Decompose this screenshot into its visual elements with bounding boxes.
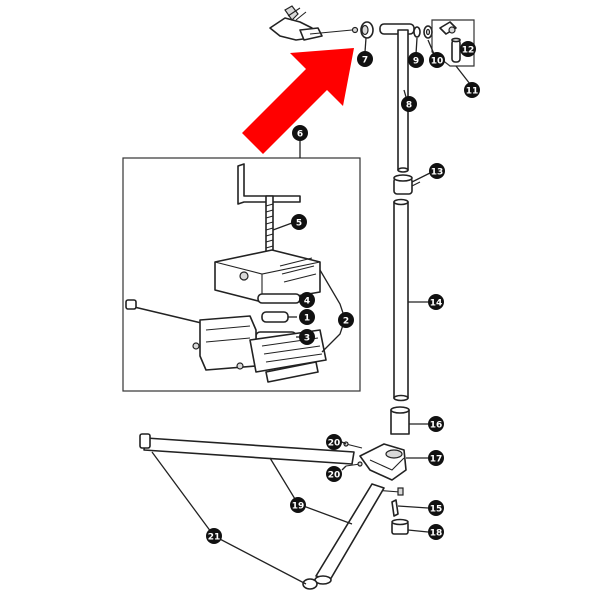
clamp-head-top (269, 5, 359, 41)
upper-jaw-block (214, 249, 321, 303)
svg-text:12: 12 (462, 46, 475, 56)
callout-13: 13 (429, 163, 445, 179)
pin-part-20-lower (345, 461, 363, 467)
leg-horizontal-part-19 (139, 433, 355, 465)
callout-4: 4 (299, 292, 315, 308)
clamp-assembly-frame-part-6 (122, 157, 361, 392)
callout-15: 15 (428, 500, 444, 516)
lower-jaw-block (125, 299, 327, 383)
svg-text:14: 14 (430, 299, 443, 309)
callout-10: 10 (429, 52, 445, 68)
svg-text:15: 15 (430, 505, 443, 515)
svg-text:4: 4 (304, 297, 310, 307)
callout-3: 3 (299, 329, 315, 345)
washer-part-9 (413, 26, 421, 38)
svg-text:3: 3 (304, 334, 310, 344)
callout-16: 16 (428, 416, 444, 432)
svg-text:21: 21 (208, 533, 221, 543)
callout-5: 5 (291, 214, 307, 230)
svg-text:11: 11 (466, 87, 479, 97)
callout-20-upper: 20 (326, 434, 342, 450)
callout-9: 9 (408, 52, 424, 68)
svg-text:16: 16 (430, 421, 443, 431)
t-handle-part-5 (237, 163, 301, 255)
svg-text:9: 9 (413, 57, 419, 67)
svg-text:10: 10 (431, 57, 444, 67)
callout-1: 1 (299, 309, 315, 325)
callout-8: 8 (401, 96, 417, 112)
cap-part-18 (391, 518, 409, 535)
pin-part-4 (257, 293, 301, 304)
pin-part-20-upper (343, 441, 363, 449)
small-parts-kit-part-11 (431, 19, 475, 67)
callout-21: 21 (206, 528, 222, 544)
svg-text:8: 8 (406, 101, 412, 111)
callout-2: 2 (338, 312, 354, 328)
svg-text:17: 17 (430, 455, 443, 465)
svg-text:20: 20 (328, 471, 341, 481)
callout-12: 12 (460, 41, 476, 57)
svg-text:18: 18 (430, 529, 443, 539)
svg-text:19: 19 (292, 502, 305, 512)
bushing-part-7 (360, 21, 374, 39)
svg-text:5: 5 (296, 219, 302, 229)
svg-text:2: 2 (343, 317, 349, 327)
base-hub-part-17 (359, 443, 407, 481)
callout-17: 17 (428, 450, 444, 466)
svg-text:6: 6 (297, 130, 303, 140)
collar-part-13 (393, 174, 421, 195)
callout-18: 18 (428, 524, 444, 540)
main-tube-part-14 (393, 198, 409, 402)
svg-text:13: 13 (431, 168, 444, 178)
svg-text:7: 7 (362, 56, 368, 66)
leg-diagonal-part-19 (314, 483, 385, 585)
sleeve-part-16 (390, 406, 410, 435)
red-pointer-arrow (242, 48, 354, 154)
callout-6: 6 (292, 125, 308, 141)
svg-text:20: 20 (328, 439, 341, 449)
foot-part-21 (302, 578, 318, 590)
svg-text:1: 1 (304, 314, 310, 324)
callout-20-lower: 20 (326, 466, 342, 482)
callout-14: 14 (428, 294, 444, 310)
callout-19: 19 (290, 497, 306, 513)
bushing-part-1 (261, 311, 289, 323)
callout-11: 11 (464, 82, 480, 98)
callout-7: 7 (357, 51, 373, 67)
washer-part-10 (423, 25, 433, 39)
